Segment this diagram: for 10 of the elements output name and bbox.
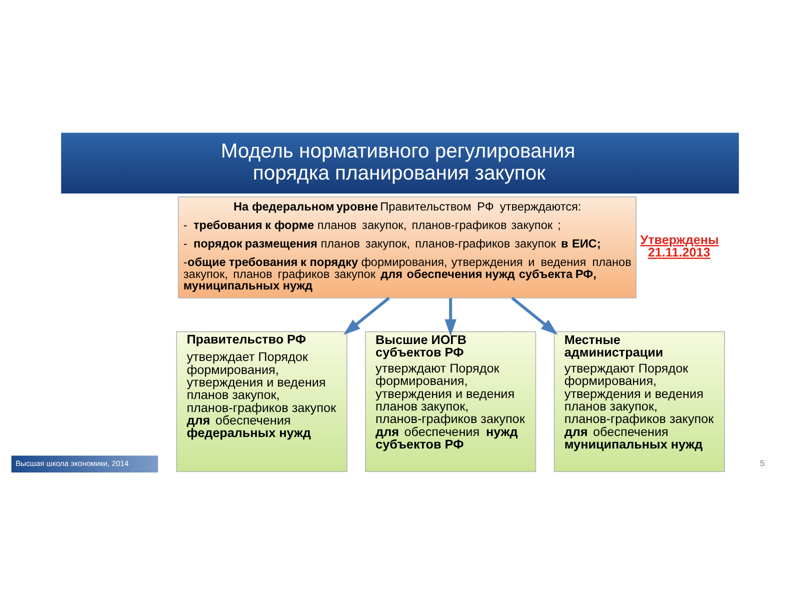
node-box: Местные администрации утверждают Порядок формирования, утверждения и ведения планов закупок, планов-графиков закупок для обеспечения муниципальных нужд — [554, 330, 725, 472]
label: Высшая школа экономики, 2014 — [16, 458, 129, 468]
arrow — [343, 296, 390, 334]
arrow — [511, 296, 558, 334]
diagram-title: Модель нормативного регулирования порядка планирования закупок — [220, 140, 576, 184]
arrow — [444, 298, 456, 336]
node-box: Высшие ИОГВ субъектов РФ утверждают Порядок формирования, утверждения и ведения планов закупок, планов-графиков закупок для обеспечения нужд субъектов РФ — [365, 330, 536, 472]
node-label: Утверждены 21.11.2013 — [640, 232, 719, 260]
node-box: Правительство РФ утверждает Порядок формирования, утверждения и ведения планов закупок, планов-графиков закупок для обеспечения федеральных нужд — [176, 330, 348, 472]
label: 5 — [760, 458, 765, 468]
